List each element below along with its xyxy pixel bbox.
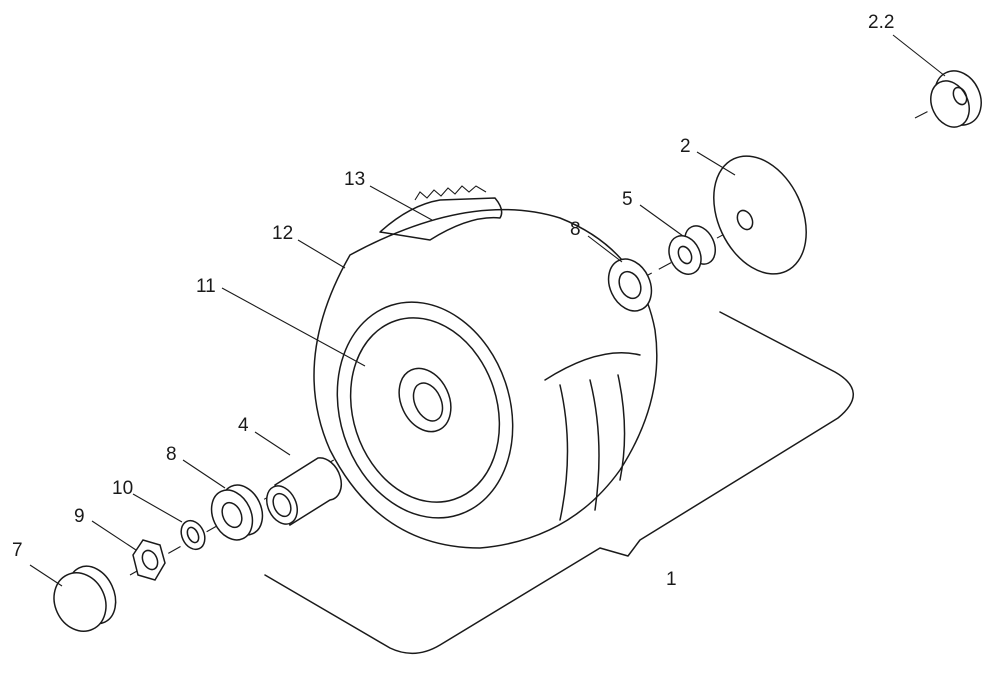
bushing-5: [668, 225, 716, 275]
bearing-8-left: [210, 484, 264, 541]
cap-7: [53, 565, 117, 632]
label-4: 4: [238, 415, 249, 436]
label-11: 11: [196, 276, 216, 297]
label-13: 13: [344, 169, 365, 190]
assembly-bracket: [264, 311, 854, 654]
label-5: 5: [622, 189, 633, 210]
disc-2: [713, 155, 807, 275]
washer-10: [180, 519, 206, 551]
label-2: 2: [680, 136, 691, 157]
label-12: 12: [272, 223, 293, 244]
label-9: 9: [74, 506, 85, 527]
leader-lines: [29, 34, 946, 587]
nut-9: [132, 539, 166, 581]
label-1: 1: [666, 569, 677, 590]
label-10: 10: [112, 478, 133, 499]
label-7: 7: [12, 540, 23, 561]
label-8-right: 8: [570, 219, 581, 240]
cap-2-2: [930, 70, 982, 128]
label-8-left: 8: [166, 444, 177, 465]
rim-11: [336, 301, 514, 519]
label-2-2: 2.2: [868, 12, 894, 33]
bearing-8-right: [607, 258, 653, 312]
sleeve-4: [266, 457, 343, 527]
